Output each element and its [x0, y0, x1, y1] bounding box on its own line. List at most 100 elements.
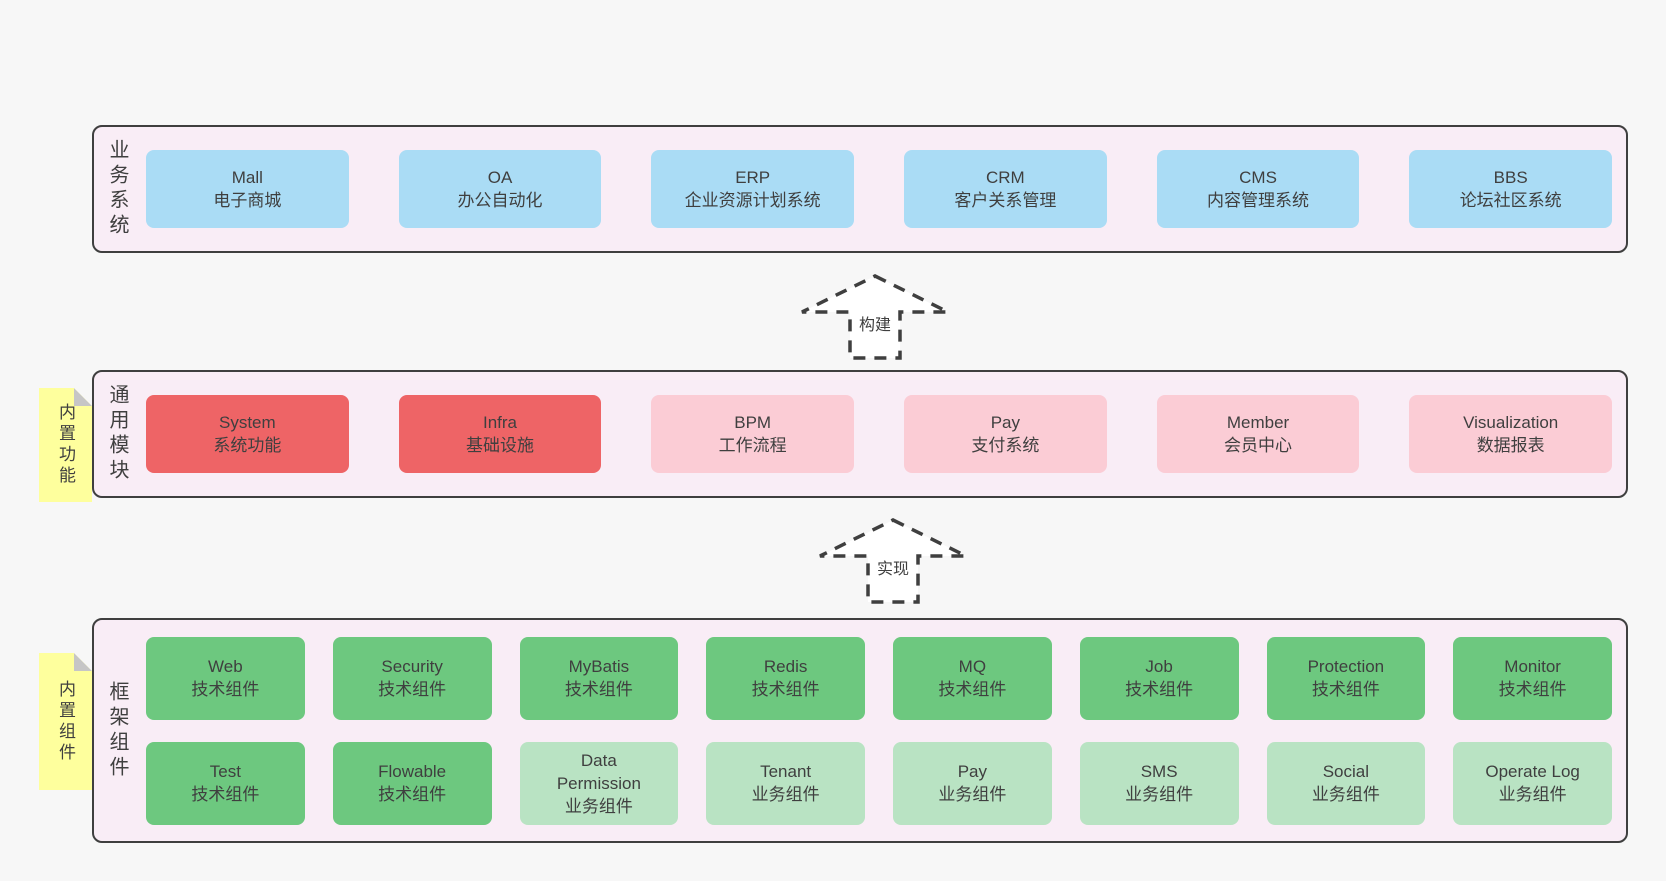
box-title: Tenant: [760, 762, 812, 781]
box-subtitle: 支付系统: [971, 436, 1040, 455]
arrow-up-build: 构建: [801, 274, 949, 360]
box-subtitle: 客户关系管理: [954, 191, 1057, 210]
box-pay: Pay 支付系统: [904, 395, 1107, 473]
box-subtitle: 技术组件: [378, 680, 447, 699]
box-title: Redis: [763, 657, 808, 676]
box-redis: Redis 技术组件: [706, 636, 865, 720]
box-title: MQ: [958, 657, 987, 676]
box-subtitle: 技术组件: [191, 785, 260, 804]
folded-corner-icon: [74, 653, 92, 671]
layer-common-modules: 通用模块 System 系统功能 Infra 基础设施 BPM 工作流程 Pay 支付系统 Me…: [92, 370, 1628, 498]
box-title: Operate Log: [1485, 762, 1580, 781]
box-security: Security 技术组件: [332, 636, 492, 720]
box-sms: SMS 业务组件: [1079, 741, 1239, 825]
sticky-note-text: 内置组件: [56, 679, 75, 764]
box-bpm: BPM 工作流程: [651, 395, 855, 473]
box-subtitle: 业务组件: [938, 785, 1007, 804]
box-oa: OA 办公自动化: [398, 150, 602, 228]
box-title: Member: [1226, 413, 1290, 432]
box-subtitle: 论坛社区系统: [1459, 191, 1562, 210]
box-title: Visualization: [1463, 413, 1559, 432]
box-title: CMS: [1239, 168, 1277, 187]
box-test: Test 技术组件: [146, 741, 305, 825]
box-subtitle: 基础设施: [466, 436, 534, 455]
folded-corner-icon: [74, 388, 92, 406]
box-grid-modules: System 系统功能 Infra 基础设施 BPM 工作流程 Pay 支付系统 Member 会…: [140, 372, 1626, 496]
layer-title-business-systems: 业务系统: [106, 139, 128, 239]
box-title: Data Permission: [556, 750, 641, 793]
layer-title-framework-components: 框架组件: [106, 680, 128, 781]
arrow-outline: [801, 274, 949, 360]
box-job: Job 技术组件: [1079, 636, 1239, 720]
arrow-up-implement: 实现: [819, 518, 967, 604]
box-title: Social: [1322, 762, 1370, 781]
box-title: Flowable: [378, 762, 447, 781]
arrow-label: 构建: [859, 316, 891, 334]
box-subtitle: 业务组件: [751, 785, 820, 804]
box-mq: MQ 技术组件: [893, 636, 1052, 720]
box-subtitle: 技术组件: [378, 785, 447, 804]
box-title: Pay: [957, 762, 988, 781]
box-system: System 系统功能: [146, 395, 349, 473]
box-subtitle: 内容管理系统: [1207, 191, 1310, 210]
box-title: OA: [487, 168, 513, 187]
box-subtitle: 业务组件: [1311, 785, 1380, 804]
box-title: System: [218, 413, 276, 432]
box-tenant: Tenant 业务组件: [706, 741, 865, 825]
layer-title-common-modules: 通用模块: [106, 384, 128, 484]
box-member: Member 会员中心: [1156, 395, 1360, 473]
box-title: Infra: [482, 413, 518, 432]
box-title: MyBatis: [568, 657, 630, 676]
box-subtitle: 技术组件: [751, 680, 820, 699]
sticky-note-built-in-features: 内置功能: [39, 388, 92, 502]
arrow-outline: [819, 518, 967, 604]
box-title: Web: [208, 657, 243, 676]
box-subtitle: 技术组件: [938, 680, 1007, 699]
box-subtitle: 工作流程: [718, 436, 787, 455]
box-data-permission: Data Permission 业务组件: [519, 741, 679, 825]
box-subtitle: 电子商城: [213, 191, 282, 210]
box-title: Pay: [990, 413, 1020, 432]
sticky-note-built-in-components: 内置组件: [39, 653, 92, 790]
box-title: Test: [209, 762, 241, 781]
box-bbs: BBS 论坛社区系统: [1409, 150, 1613, 228]
box-title: SMS: [1140, 762, 1178, 781]
box-infra: Infra 基础设施: [398, 395, 602, 473]
arrow-label: 实现: [877, 560, 909, 578]
box-title: CRM: [985, 168, 1025, 187]
box-social: Social 业务组件: [1266, 741, 1426, 825]
box-cms: CMS 内容管理系统: [1156, 150, 1360, 228]
box-title: Job: [1145, 657, 1173, 676]
box-subtitle: 技术组件: [564, 680, 633, 699]
box-mybatis: MyBatis 技术组件: [519, 636, 679, 720]
box-subtitle: 技术组件: [1498, 680, 1567, 699]
box-title: Security: [381, 657, 443, 676]
box-subtitle: 系统功能: [213, 436, 282, 455]
box-subtitle: 技术组件: [1125, 680, 1194, 699]
box-subtitle: 业务组件: [1498, 785, 1567, 804]
box-title: BBS: [1493, 168, 1528, 187]
box-subtitle: 办公自动化: [457, 191, 543, 210]
box-monitor: Monitor 技术组件: [1453, 636, 1612, 720]
box-title: Protection: [1307, 657, 1385, 676]
box-subtitle: 数据报表: [1476, 436, 1545, 455]
box-subtitle: 业务组件: [564, 796, 633, 816]
box-subtitle: 企业资源计划系统: [684, 191, 821, 210]
box-title: Monitor: [1504, 657, 1561, 676]
box-crm: CRM 客户关系管理: [904, 150, 1107, 228]
box-flowable: Flowable 技术组件: [332, 741, 492, 825]
box-subtitle: 技术组件: [1311, 680, 1380, 699]
box-title: BPM: [734, 413, 772, 432]
box-subtitle: 业务组件: [1125, 785, 1194, 804]
box-subtitle: 会员中心: [1224, 436, 1293, 455]
box-title: Mall: [231, 168, 263, 187]
box-visualization: Visualization 数据报表: [1409, 395, 1613, 473]
